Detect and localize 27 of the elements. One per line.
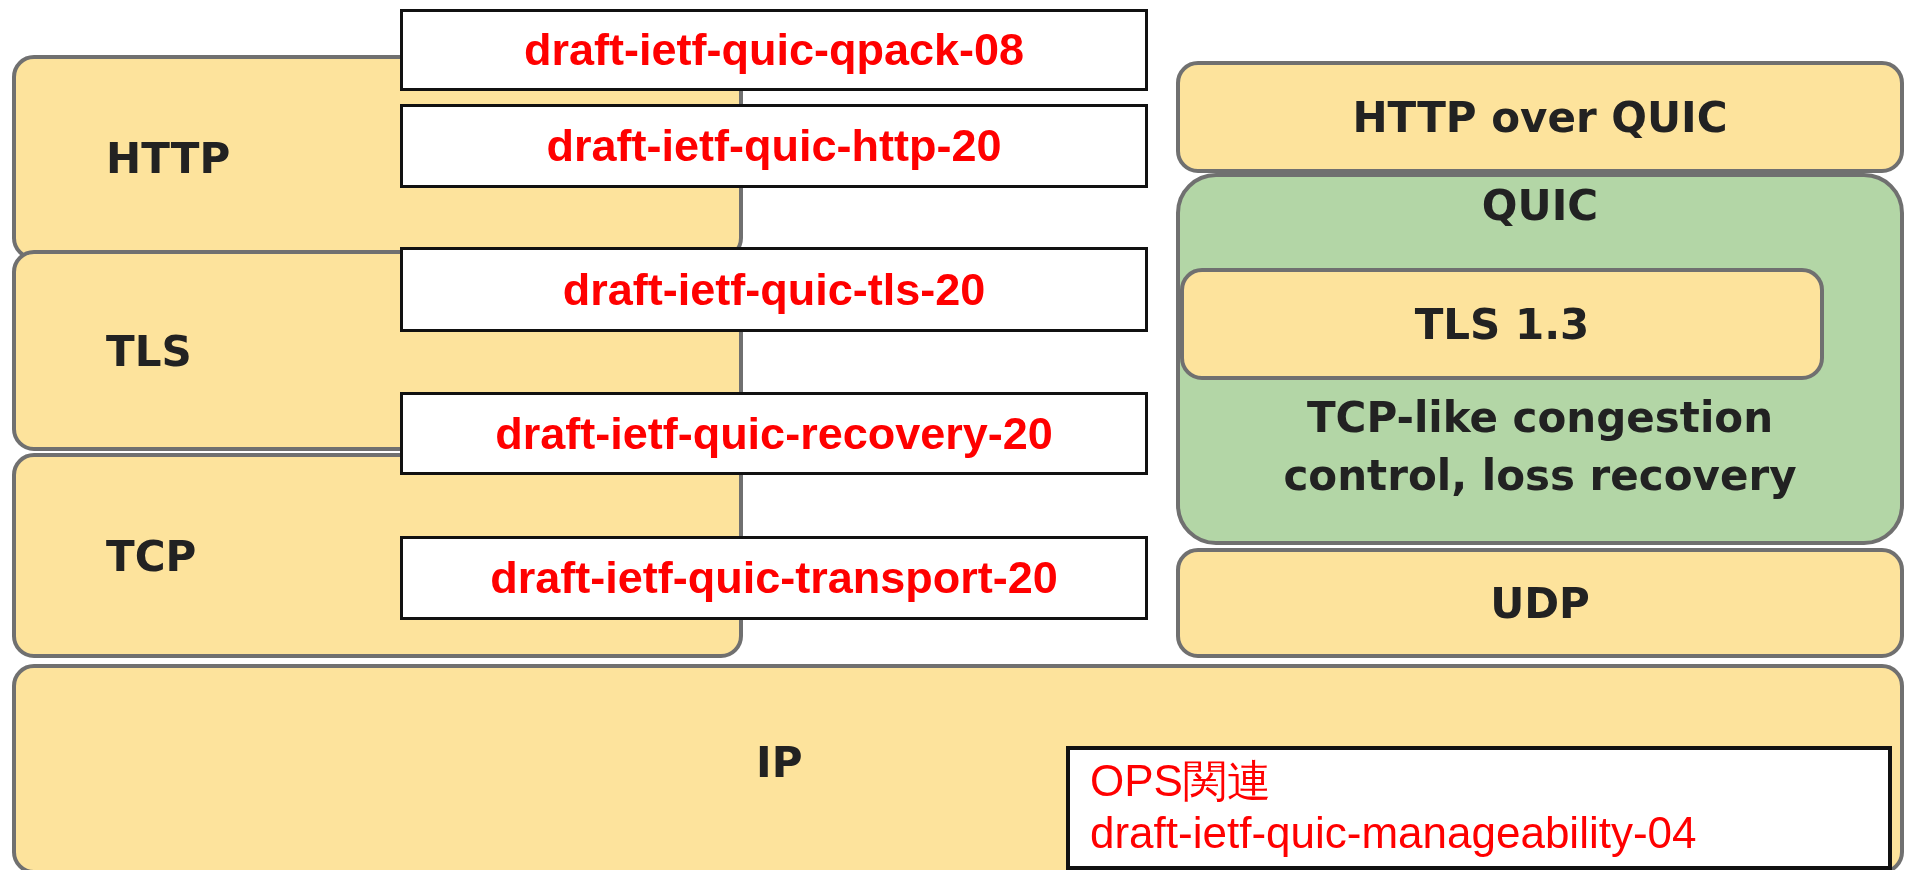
label-text: draft-ietf-quic-http-20 (545, 120, 1003, 172)
layer-box (1176, 548, 1904, 658)
label-text: draft-ietf-quic-recovery-20 (494, 407, 1054, 460)
note-box (1066, 746, 1892, 870)
annotation-tooltip (400, 247, 1148, 332)
note-heading: OPS関連 (1090, 755, 1271, 807)
layer-box (1180, 268, 1824, 380)
annotation-tooltip (400, 536, 1148, 620)
label-text: draft-ietf-quic-qpack-08 (522, 24, 1026, 76)
layer-label: HTTP over QUIC (1351, 92, 1729, 142)
layer-label: TCP-like congestion control, loss recovery (1282, 392, 1798, 502)
layer-box (1176, 173, 1904, 545)
layer-label: TLS 1.3 (1413, 299, 1591, 349)
annotation-tooltip (400, 392, 1148, 475)
layer-label: HTTP (106, 133, 231, 182)
label-text: draft-ietf-quic-tls-20 (561, 263, 987, 316)
layer-label: IP (756, 738, 803, 787)
layer-label: TLS (106, 326, 192, 375)
layer-box (12, 664, 1904, 870)
note-text: draft-ietf-quic-manageability-04 (1090, 808, 1697, 858)
annotation-tooltip (400, 104, 1148, 188)
layer-label: TCP (106, 531, 197, 580)
layer-label: QUIC (1480, 181, 1600, 230)
label-text: draft-ietf-quic-transport-20 (489, 552, 1059, 604)
annotation-tooltip (400, 9, 1148, 91)
layer-box (1176, 61, 1904, 173)
layer-label: UDP (1489, 578, 1591, 628)
